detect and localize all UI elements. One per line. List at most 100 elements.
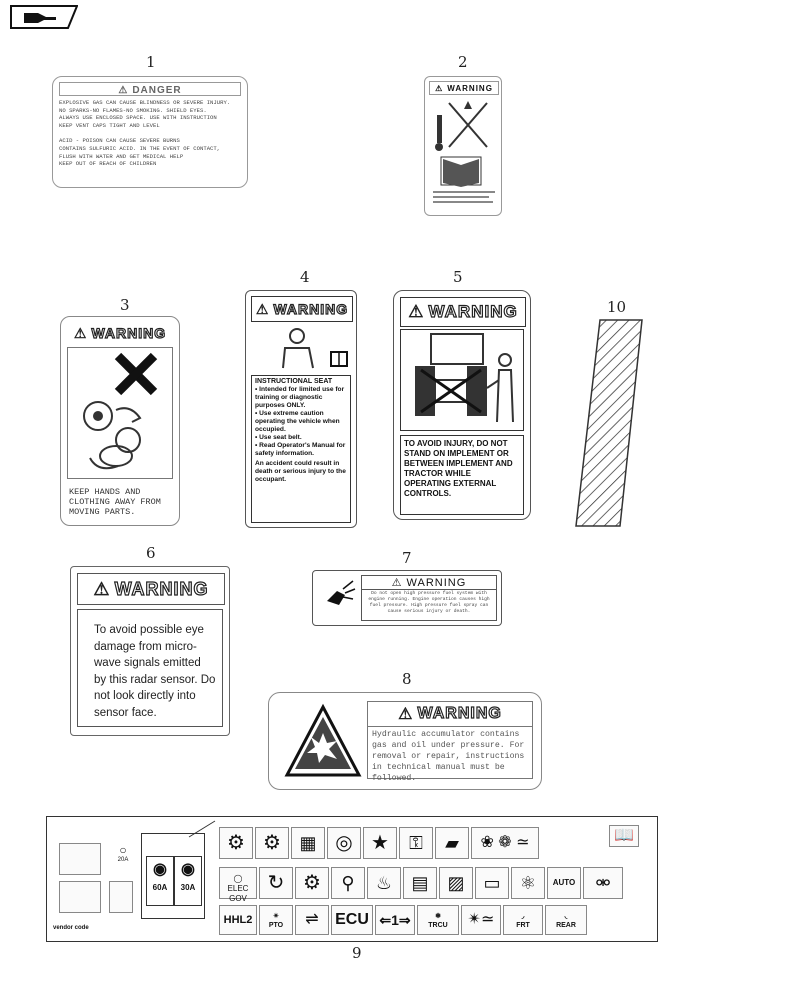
item-number-8: 8 — [402, 670, 412, 688]
lock-icon: ⚲ — [331, 867, 365, 899]
gear-shift-icon: ⇐1⇒ — [375, 905, 415, 935]
fan-heat-icon-2: ✴≃ — [461, 905, 501, 935]
hhl-icon: HHL2 — [219, 905, 257, 935]
icon-row-3: HHL2 ✴PTO ⇌ ECU ⇐1⇒ ❅TRCU ✴≃ ◞FRT ◟REAR — [219, 905, 649, 939]
decal-2-warning: ⚠ WARNING — [424, 76, 502, 216]
decal-1-header: DANGER — [132, 84, 182, 96]
decal-7-text: Do not open high pressure fuel system wi… — [368, 591, 490, 614]
blank-panel — [59, 881, 101, 913]
belt-pulley-hazard-icon — [83, 352, 158, 470]
explosion-hazard-icon — [284, 703, 362, 777]
tractor-implement-icon — [415, 333, 514, 423]
item-number-5: 5 — [453, 268, 463, 286]
battery-icon: ▦ — [291, 827, 325, 859]
warning-triangle-icon: ⚠ — [398, 706, 414, 723]
parking-brake-icon: ◎ — [327, 827, 361, 859]
key-icon: ⚿ — [399, 827, 433, 859]
item-number-1: 1 — [146, 53, 156, 71]
tractor-fuse-60a-icon: ◉ 60A — [146, 856, 174, 906]
warning-triangle-icon: ⚠ — [435, 83, 444, 93]
pto-shaft-icon: ⇌ — [295, 905, 329, 935]
vendor-code-label: vendor code — [53, 925, 89, 931]
beacon-light-icon: ★ — [363, 827, 397, 859]
decal-7-warning: ⚠ WARNING Do not open high pressure fuel… — [312, 570, 502, 626]
trcu-icon: ❅TRCU — [417, 905, 459, 935]
seat-heat-icon: ♨ — [367, 867, 401, 899]
tractor-rear-icon: ⚙ — [255, 827, 289, 859]
hitch-icon: ⚮ — [583, 867, 623, 899]
thermometer-manual-icon — [433, 101, 495, 203]
decal-4-footer: An accident could result in death or ser… — [255, 460, 346, 483]
item-number-10: 10 — [607, 298, 627, 316]
decal-5-header: WARNING — [428, 301, 518, 321]
fuse-20a-icon: ○ 20A — [117, 843, 129, 863]
decal-4-bullet: • Use seat belt. — [255, 434, 302, 441]
warning-triangle-icon: ⚠ — [255, 300, 270, 317]
icon-row-1: ⚙ ⚙ ▦ ◎ ★ ⚿ ▰ ❀ ❁ ≃ — [219, 827, 579, 861]
reflective-strip-decal — [575, 319, 643, 527]
tractor-icon: ⚙ — [219, 827, 253, 859]
rotation-icon: ↻ — [259, 867, 293, 899]
item-number-7: 7 — [402, 549, 412, 567]
seat-heater-icon: ▨ — [439, 867, 473, 899]
decal-5-warning: ⚠ WARNING TO AVOID INJURY, DO NOT STAND … — [393, 290, 531, 520]
decal-1-line: FLUSH WITH WATER AND GET MEDICAL HELP — [59, 152, 184, 160]
decal-9-switch-panel: ○ 20A ◉ 60A ◉ 30A vendor code ⚙ ⚙ ▦ ◎ ★ … — [46, 816, 658, 942]
decal-1-line: EXPLOSIVE GAS CAN CAUSE BLINDNESS OR SEV… — [59, 99, 231, 106]
decal-6-text: To avoid possible eye damage from micro-… — [77, 609, 223, 727]
decal-1-line: CONTAINS SULFURIC ACID. IN THE EVENT OF … — [59, 144, 221, 152]
item-number-4: 4 — [300, 268, 310, 286]
logo-badge — [10, 5, 79, 29]
lock-mode-icon: ⚛ — [511, 867, 545, 899]
item-number-6: 6 — [146, 544, 156, 562]
front-wiper-icon: ◞FRT — [503, 905, 543, 935]
tractor-fuse-30a-icon: ◉ 30A — [174, 856, 202, 906]
decal-1-line: ALWAYS USE ENCLOSED SPACE. USE WITH INST… — [59, 114, 217, 122]
warning-triangle-icon: ⚠ — [73, 324, 88, 341]
manual-book-icon: 📖 — [609, 825, 639, 847]
decal-7-header: WARNING — [406, 576, 467, 589]
warning-triangle-icon: ⚠ — [93, 578, 111, 599]
decal-1-line: NO SPARKS-NO FLAMES-NO SMOKING. SHIELD E… — [59, 106, 207, 114]
decal-3-header: WARNING — [91, 324, 167, 341]
decal-6-warning: ⚠ WARNING To avoid possible eye damage f… — [70, 566, 230, 736]
elec-gov-icon: ◯ELEC GOV — [219, 867, 257, 903]
decal-1-line: KEEP VENT CAPS TIGHT AND LEVEL — [59, 121, 160, 129]
fuse-group: ◉ 60A ◉ 30A — [141, 833, 205, 919]
warning-triangle-icon: ⚠ — [408, 302, 425, 321]
item-number-3: 3 — [120, 296, 130, 314]
seat-adjust-icon: ▤ — [403, 867, 437, 899]
item-number-2: 2 — [458, 53, 468, 71]
decal-2-header: WARNING — [447, 83, 493, 93]
decal-4-title: INSTRUCTIONAL SEAT — [255, 378, 333, 385]
tractor-side-icon: ⚙ — [295, 867, 329, 899]
warning-triangle-icon: ⚠ — [391, 577, 403, 589]
fan-heat-icon: ❀ ❁ ≃ — [471, 827, 539, 859]
monitor-icon: ▭ — [475, 867, 509, 899]
decal-5-text: TO AVOID INJURY, DO NOT STAND ON IMPLEME… — [400, 435, 524, 515]
decal-8-header: WARNING — [417, 704, 502, 722]
decal-4-warning: ⚠ WARNING INSTRUCTIONAL SEAT • Intended … — [245, 290, 357, 528]
seat-occupant-icon — [282, 328, 348, 369]
decal-6-header: WARNING — [114, 578, 209, 599]
decal-8-text: Hydraulic accumulator contains gas and o… — [372, 730, 525, 783]
item-number-9: 9 — [352, 944, 362, 962]
fuel-spray-hand-icon — [327, 580, 356, 605]
ecu-icon: ECU — [331, 905, 373, 935]
decal-4-header: WARNING — [273, 300, 349, 317]
decal-4-bullet: • Use extreme caution operating the vehi… — [255, 410, 340, 433]
rear-wiper-icon: ◟REAR — [545, 905, 587, 935]
icon-row-2: ◯ELEC GOV ↻ ⚙ ⚲ ♨ ▤ ▨ ▭ ⚛ AUTO ⚮ — [219, 867, 649, 903]
blank-panel — [59, 843, 101, 875]
warning-triangle-icon: ⚠ — [118, 84, 129, 96]
decal-4-bullet: • Read Operator's Manual for safety info… — [255, 442, 346, 457]
decal-3-text: KEEP HANDS AND CLOTHING AWAY FROM MOVING… — [69, 487, 161, 517]
decal-8-warning: ⚠ WARNING Hydraulic accumulator contains… — [268, 692, 542, 790]
hand-pointing-icon — [10, 5, 79, 29]
decal-3-warning: ⚠ WARNING KEEP HANDS AND CLOTHING AWAY F… — [60, 316, 180, 526]
decal-1-line: KEEP OUT OF REACH OF CHILDREN — [59, 160, 157, 168]
blank-panel — [109, 881, 133, 913]
auto-icon: AUTO — [547, 867, 581, 899]
mirror-icon: ▰ — [435, 827, 469, 859]
pto-icon: ✴PTO — [259, 905, 293, 935]
